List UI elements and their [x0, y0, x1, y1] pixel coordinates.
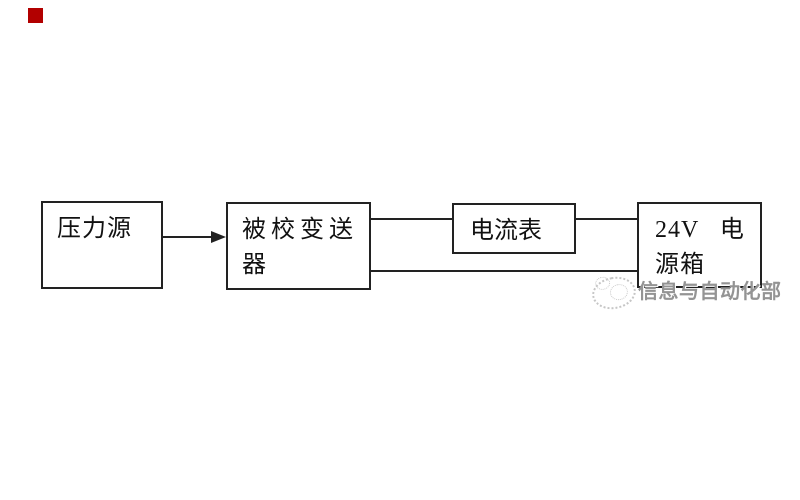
node-power-box-label-line1: 24V 电 — [655, 217, 745, 243]
watermark-logo-detail — [608, 282, 630, 302]
watermark-logo-icon — [589, 273, 639, 313]
connector-transmitter-to-ammeter — [371, 218, 452, 220]
connector-transmitter-to-power-box — [371, 270, 637, 272]
node-pressure-source-label: 压力源 — [57, 216, 132, 242]
node-pressure-source: 压力源 — [41, 201, 163, 289]
watermark-logo-detail — [594, 275, 612, 292]
node-ammeter: 电流表 — [452, 203, 576, 254]
node-power-box-label-line2: 源箱 — [655, 252, 705, 278]
connector-pressure-to-transmitter — [163, 236, 213, 238]
watermark-text: 信息与自动化部 — [638, 281, 782, 303]
node-transmitter-label-line2: 器 — [242, 252, 271, 278]
node-transmitter-label-line1: 被校变送 — [242, 217, 358, 243]
node-transmitter-under-calibration: 被校变送 器 — [226, 202, 371, 290]
connector-ammeter-to-power-box — [576, 218, 637, 220]
node-24v-power-box: 24V 电 源箱 — [637, 202, 762, 288]
arrow-head-icon — [211, 231, 226, 243]
red-square-marker — [28, 8, 43, 23]
node-ammeter-label: 电流表 — [470, 218, 542, 244]
